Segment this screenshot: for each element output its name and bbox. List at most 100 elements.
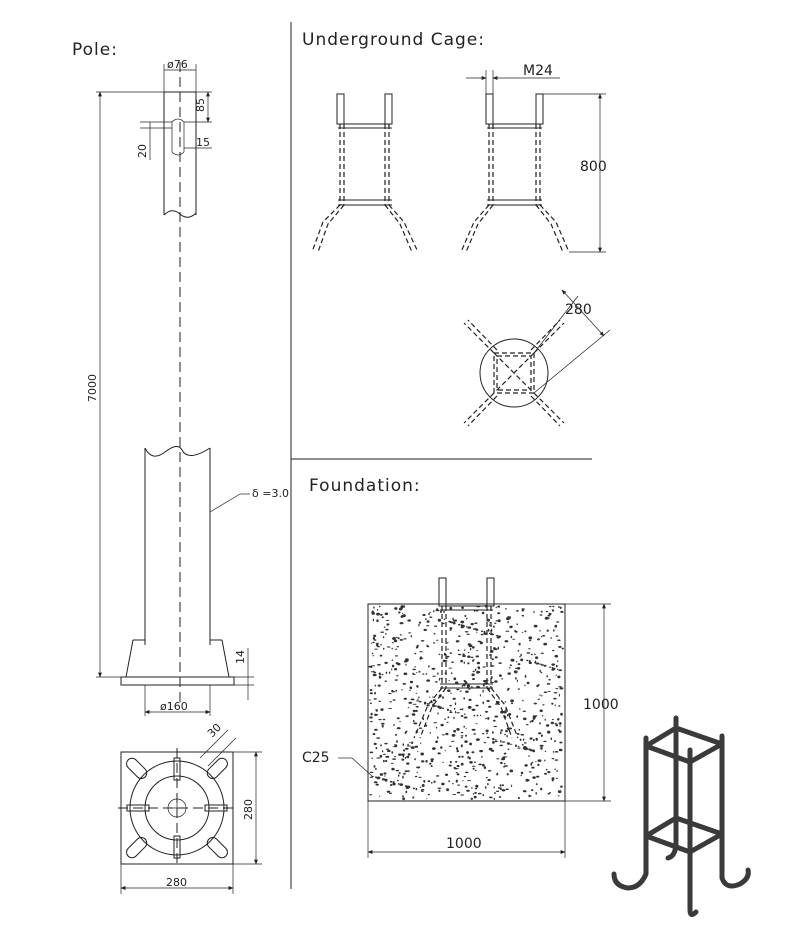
concrete-speckle xyxy=(372,636,375,640)
concrete-speckle xyxy=(426,690,429,693)
concrete-speckle xyxy=(453,716,455,720)
concrete-speckle xyxy=(494,740,498,743)
concrete-speckle xyxy=(472,670,475,673)
concrete-speckle xyxy=(457,649,460,652)
concrete-speckle xyxy=(416,705,419,708)
concrete-speckle xyxy=(418,696,420,699)
concrete-speckle xyxy=(412,796,415,799)
concrete-speckle xyxy=(405,663,407,666)
concrete-speckle xyxy=(494,739,497,741)
concrete-speckle xyxy=(447,716,450,719)
pole-dimensions: ø76 85 15 20 7000 δ =3.0 14 ø160 xyxy=(86,58,289,716)
concrete-speckle xyxy=(517,663,521,666)
concrete-speckle xyxy=(388,692,392,695)
concrete-speckle xyxy=(389,701,392,703)
concrete-speckle xyxy=(376,612,380,616)
concrete-speckle xyxy=(558,669,563,672)
concrete-speckle xyxy=(455,772,458,774)
concrete-speckle xyxy=(454,702,457,706)
concrete-speckle xyxy=(539,669,541,673)
concrete-speckle xyxy=(552,751,555,753)
concrete-speckle xyxy=(429,732,432,734)
concrete-speckle xyxy=(388,792,393,794)
concrete-speckle xyxy=(428,665,430,668)
concrete-speckle xyxy=(384,661,388,665)
concrete-speckle xyxy=(543,642,548,646)
concrete-speckle xyxy=(558,705,561,707)
concrete-speckle xyxy=(540,671,543,674)
concrete-speckle xyxy=(550,637,553,639)
concrete-speckle xyxy=(369,794,373,796)
concrete-speckle xyxy=(498,786,500,790)
concrete-speckle xyxy=(371,652,374,655)
concrete-speckle xyxy=(442,622,445,625)
concrete-speckle xyxy=(389,780,393,783)
concrete-speckle xyxy=(540,610,543,613)
concrete-speckle xyxy=(509,666,511,669)
concrete-speckle xyxy=(549,605,552,608)
concrete-speckle xyxy=(540,787,543,791)
concrete-speckle xyxy=(402,755,405,758)
concrete-speckle xyxy=(399,783,404,786)
concrete-speckle xyxy=(463,725,466,728)
concrete-speckle xyxy=(392,699,396,701)
concrete-speckle xyxy=(406,762,410,765)
concrete-speckle xyxy=(399,634,402,636)
concrete-speckle xyxy=(497,646,500,650)
concrete-speckle xyxy=(467,655,471,658)
concrete-speckle xyxy=(482,689,484,693)
concrete-speckle xyxy=(534,653,536,656)
concrete-speckle xyxy=(464,785,468,788)
concrete-speckle xyxy=(466,684,471,688)
concrete-speckle xyxy=(547,730,551,734)
concrete-speckle xyxy=(374,728,378,731)
concrete-speckle xyxy=(553,697,557,700)
concrete-speckle xyxy=(442,761,444,764)
concrete-speckle xyxy=(485,717,487,720)
concrete-speckle xyxy=(484,786,487,789)
concrete-speckle xyxy=(371,757,374,759)
concrete-speckle xyxy=(483,630,486,634)
concrete-speckle xyxy=(401,689,403,691)
concrete-speckle xyxy=(410,698,415,701)
concrete-speckle xyxy=(539,694,541,696)
concrete-speckle xyxy=(545,610,549,613)
concrete-speckle xyxy=(412,703,417,705)
concrete-speckle xyxy=(449,710,452,712)
concrete-speckle xyxy=(456,688,460,691)
concrete-speckle xyxy=(521,608,525,610)
pole-height: 7000 xyxy=(86,374,99,402)
pole-plate-thickness: 14 xyxy=(234,650,247,664)
concrete-speckle xyxy=(416,672,418,674)
concrete-speckle xyxy=(463,775,467,778)
concrete-speckle xyxy=(379,605,381,608)
concrete-speckle xyxy=(474,668,477,672)
concrete-speckle xyxy=(539,744,544,747)
concrete-speckle xyxy=(554,722,557,725)
concrete-speckle xyxy=(559,606,562,609)
concrete-speckle xyxy=(434,681,438,683)
concrete-speckle xyxy=(432,699,436,702)
concrete-speckle xyxy=(537,638,540,641)
concrete-speckle xyxy=(526,659,529,662)
concrete-speckle xyxy=(375,767,377,771)
concrete-speckle xyxy=(472,678,475,680)
concrete-speckle xyxy=(545,768,548,771)
concrete-speckle xyxy=(428,612,430,616)
concrete-speckle xyxy=(556,660,559,662)
concrete-speckle xyxy=(471,728,476,731)
concrete-speckle xyxy=(395,769,400,772)
concrete-speckle xyxy=(480,633,484,636)
concrete-speckle xyxy=(480,630,484,633)
concrete-speckle xyxy=(494,680,498,683)
concrete-speckle xyxy=(516,609,519,612)
concrete-speckle xyxy=(441,782,445,786)
concrete-speckle xyxy=(489,632,491,635)
concrete-speckle xyxy=(430,782,433,784)
concrete-speckle xyxy=(456,791,461,794)
concrete-speckle xyxy=(423,701,427,705)
concrete-speckle xyxy=(540,695,543,697)
concrete-speckle xyxy=(509,769,514,773)
concrete-speckle xyxy=(503,752,507,755)
